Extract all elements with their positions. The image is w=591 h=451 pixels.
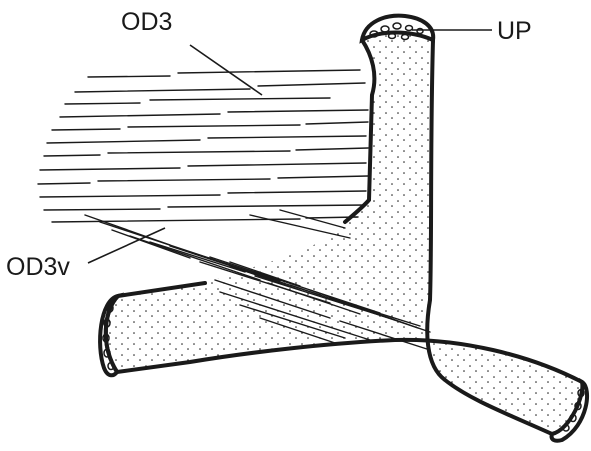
duct-outline-upper — [345, 40, 374, 222]
od3-label: OD3 — [121, 10, 172, 35]
up-label: UP — [497, 19, 532, 44]
duct-body — [106, 33, 583, 435]
od3-leader-line — [190, 45, 262, 95]
od3-muscle — [38, 70, 368, 222]
od3v-label: OD3v — [6, 255, 70, 280]
